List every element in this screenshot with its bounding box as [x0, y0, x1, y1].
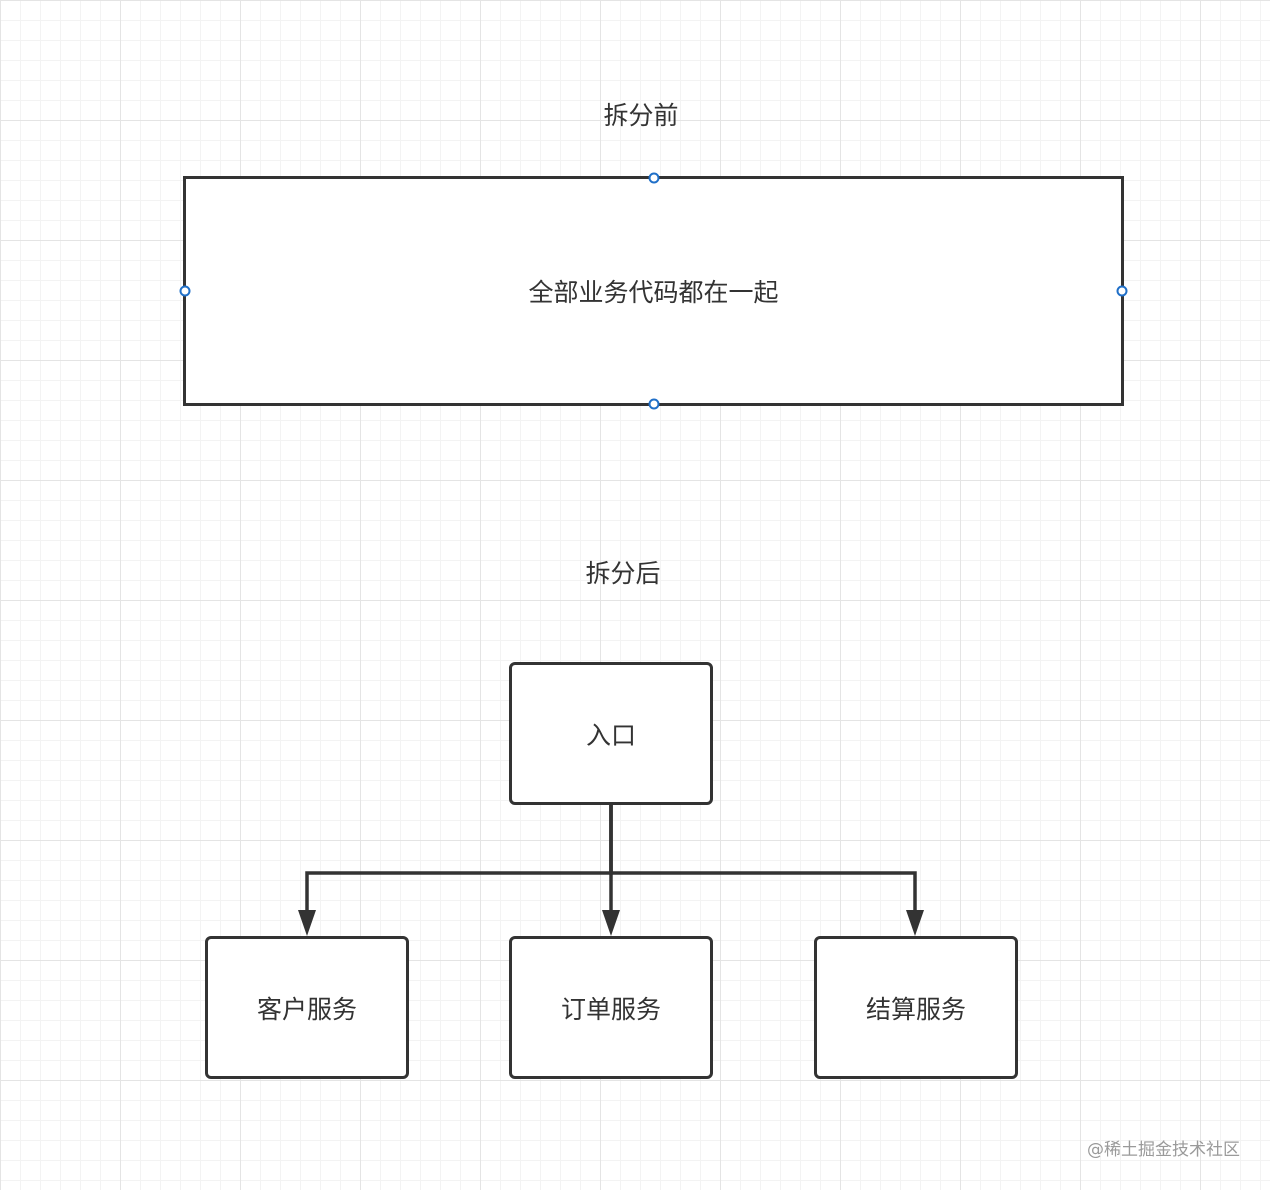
before-title: 拆分前	[603, 101, 679, 130]
service-box-order[interactable]: 订单服务	[509, 936, 713, 1079]
connection-handle-icon[interactable]	[1116, 285, 1128, 297]
service-box-label: 订单服务	[560, 994, 661, 1024]
service-box-label: 客户服务	[256, 994, 357, 1024]
connection-handle-icon[interactable]	[648, 398, 660, 410]
watermark: @稀土掘金技术社区	[1087, 1140, 1240, 1160]
service-box-customer[interactable]: 客户服务	[205, 936, 409, 1079]
connection-handle-icon[interactable]	[648, 172, 660, 184]
service-box-label: 结算服务	[865, 994, 966, 1024]
after-title: 拆分后	[585, 559, 661, 588]
connection-handle-icon[interactable]	[179, 285, 191, 297]
monolith-box[interactable]: 全部业务代码都在一起	[183, 176, 1124, 406]
service-box-settlement[interactable]: 结算服务	[814, 936, 1018, 1079]
connector-entry-to-customer	[305, 805, 613, 914]
arrow-head-icon	[906, 910, 924, 936]
arrow-head-icon	[298, 910, 316, 936]
entry-box-label: 入口	[585, 720, 636, 750]
arrow-head-icon	[602, 910, 620, 936]
entry-box[interactable]: 入口	[509, 662, 713, 805]
monolith-box-label: 全部业务代码都在一起	[528, 278, 779, 307]
connector-entry-to-settlement	[609, 805, 917, 914]
